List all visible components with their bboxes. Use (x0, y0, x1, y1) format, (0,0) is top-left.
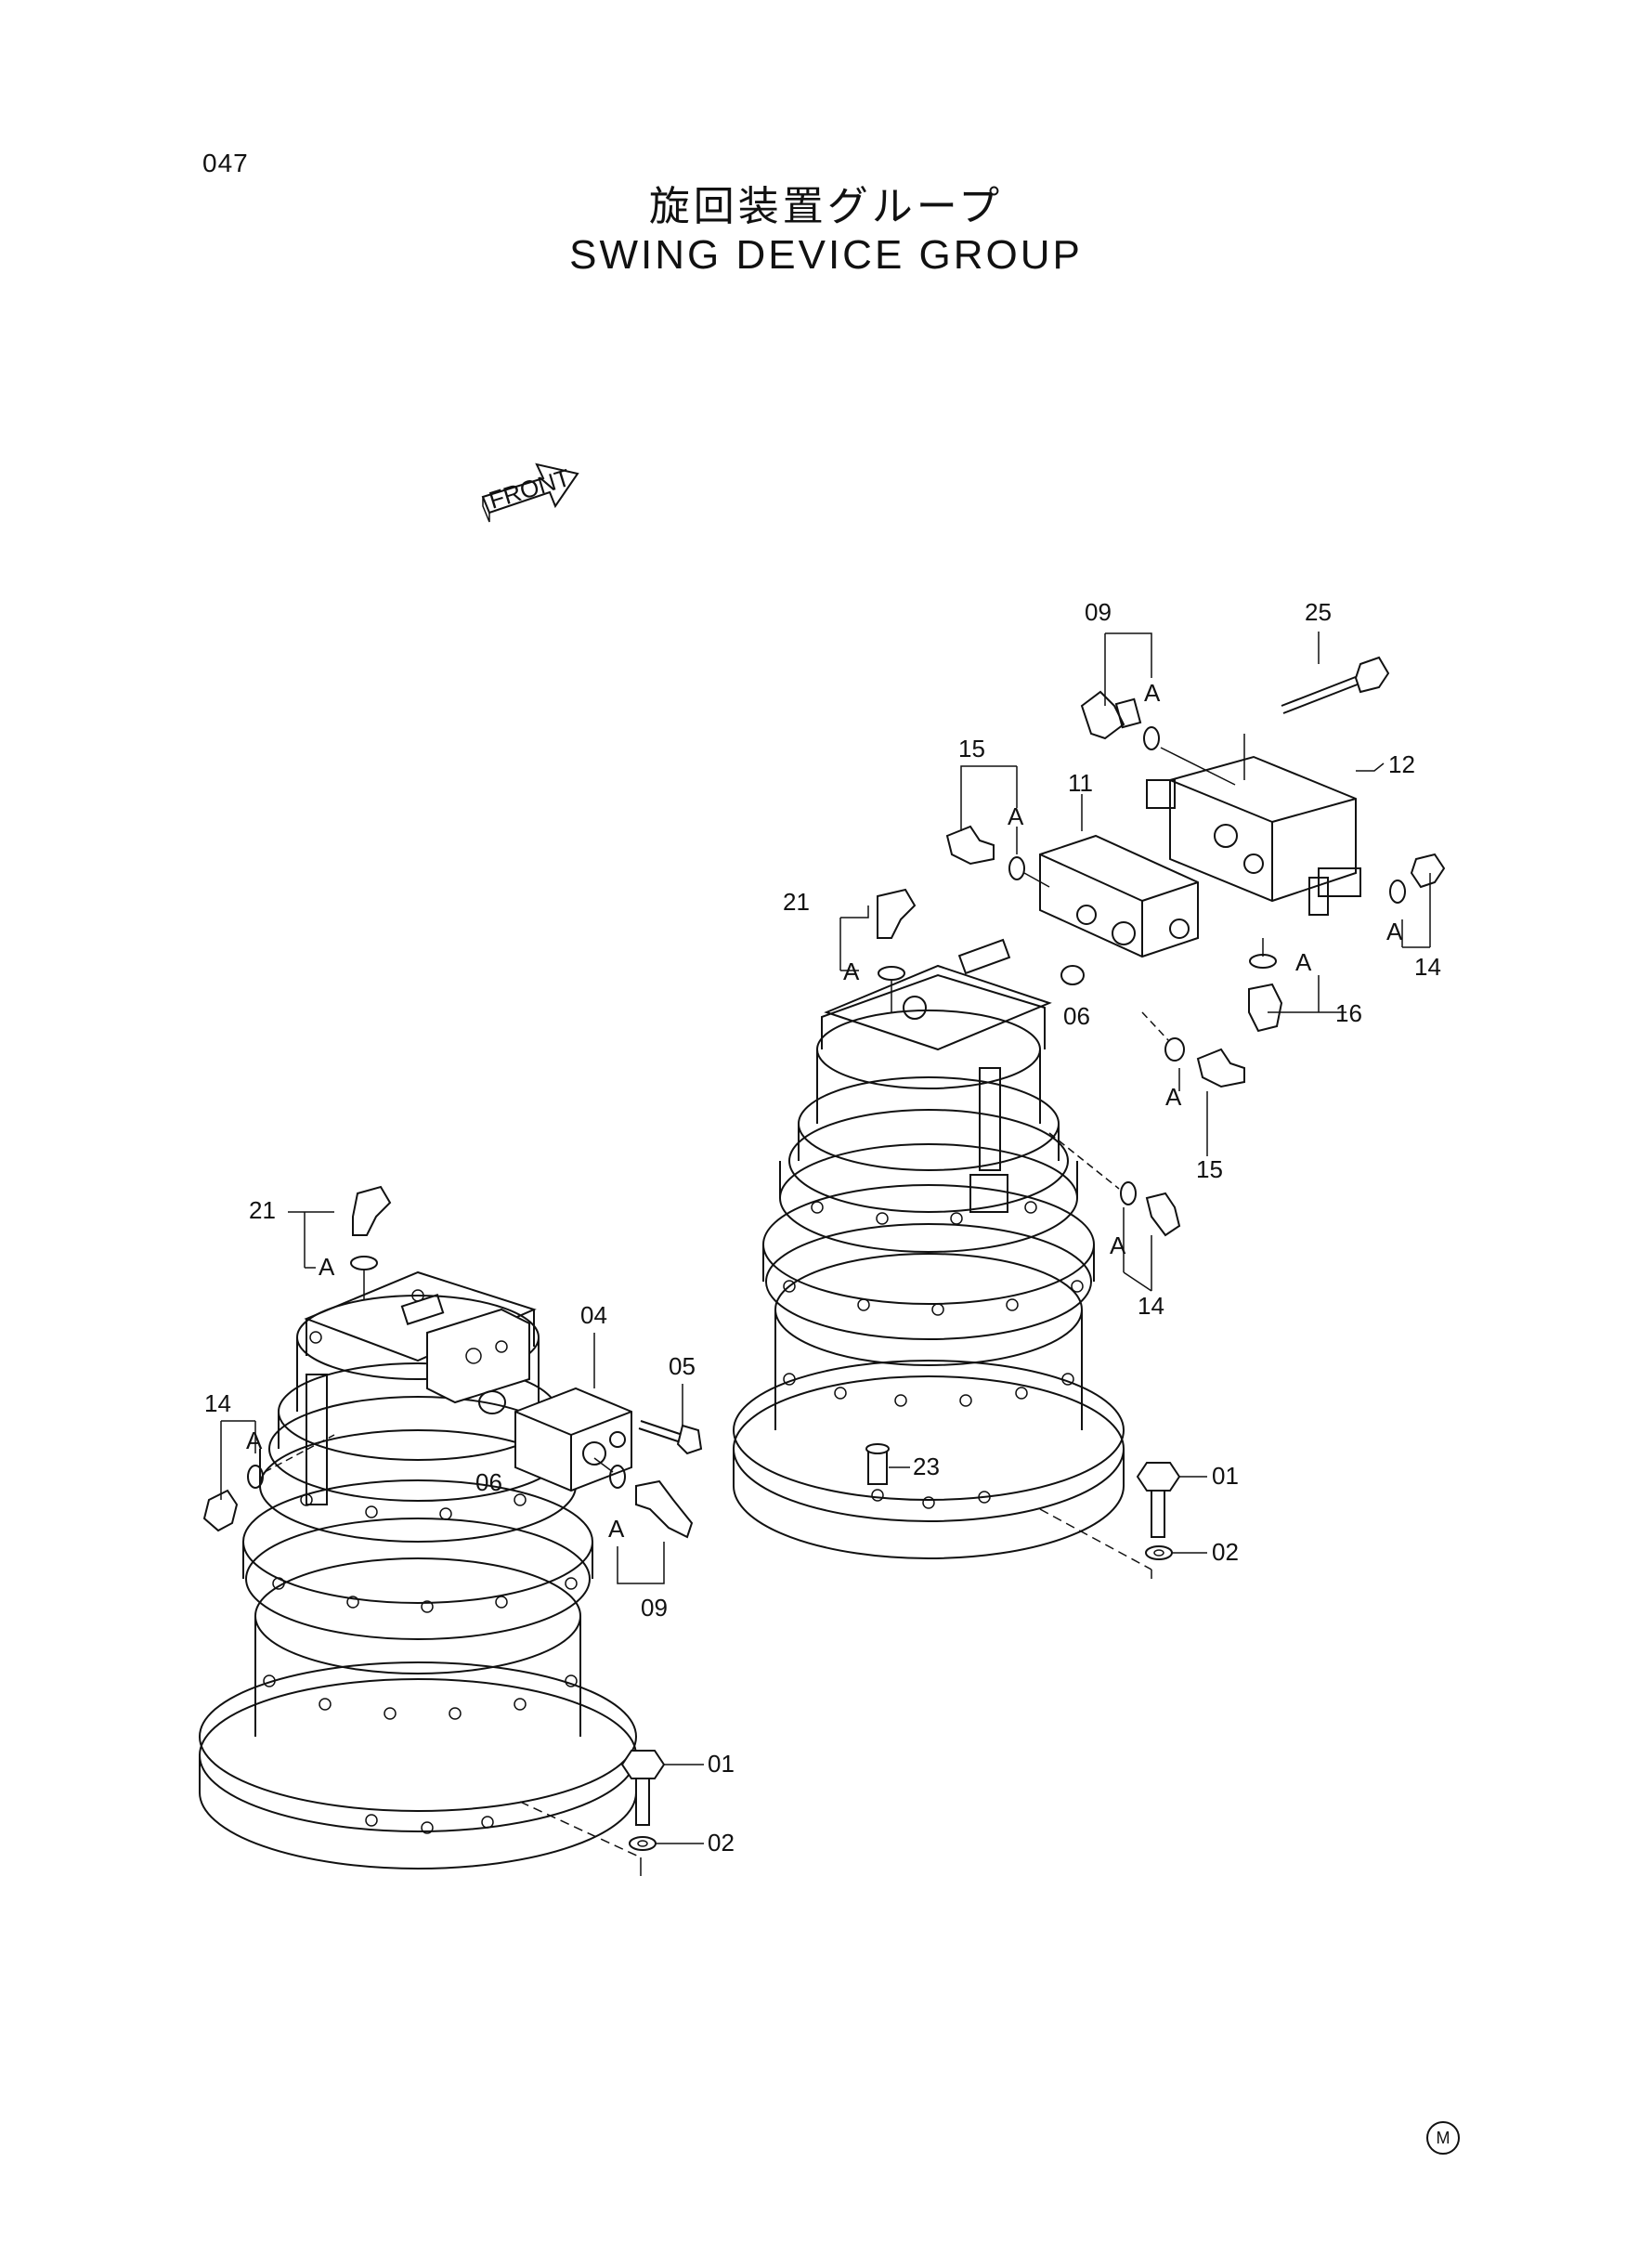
label-23: 23 (913, 1453, 940, 1480)
label-a-21-left: A (319, 1253, 335, 1281)
label-11: 11 (1068, 769, 1093, 797)
label-12: 12 (1388, 750, 1415, 778)
label-01-right: 01 (1212, 1462, 1239, 1490)
label-04: 04 (580, 1301, 607, 1329)
label-a-16: A (1295, 948, 1312, 976)
label-21-left: 21 (249, 1196, 276, 1224)
label-14-mid: 14 (1138, 1292, 1164, 1320)
page-number: 047 (202, 149, 249, 177)
label-15-low: 15 (1196, 1155, 1223, 1183)
label-16: 16 (1335, 999, 1362, 1027)
label-a-09: A (1144, 679, 1161, 707)
label-14-right: 14 (1414, 953, 1441, 981)
label-09-top: 09 (1085, 598, 1112, 626)
leader-lines-right (839, 632, 1431, 1292)
title-english: SWING DEVICE GROUP (569, 232, 1083, 278)
front-label: FRONT (486, 463, 574, 515)
label-15-top: 15 (958, 735, 985, 762)
label-21-right: 21 (783, 888, 810, 916)
callout-labels: 09 25 A 12 15 A 11 21 A 06 A 16 A 14 A 1… (204, 598, 1441, 1857)
label-14-left: 14 (204, 1389, 231, 1417)
label-25: 25 (1305, 598, 1332, 626)
label-a-21-right: A (843, 958, 860, 985)
label-a-15-low: A (1165, 1083, 1182, 1111)
title-japanese: 旋回装置グループ (648, 183, 1004, 230)
front-arrow-icon: FRONT (481, 463, 579, 523)
swing-motor-right-assembly (733, 656, 1446, 1579)
label-06-left: 06 (475, 1468, 502, 1496)
label-a-09-low: A (608, 1515, 625, 1543)
label-a-14-right: A (1386, 918, 1403, 945)
label-01-left: 01 (708, 1750, 735, 1778)
leader-lines-left (220, 1211, 683, 1584)
label-09-low: 09 (641, 1594, 668, 1622)
swing-motor-left-assembly (199, 1185, 704, 1876)
label-a-14-left: A (246, 1427, 263, 1454)
label-05: 05 (669, 1352, 696, 1380)
label-02-right: 02 (1212, 1538, 1239, 1566)
manufacturer-mark-icon: M (1426, 2121, 1460, 2155)
label-a-14-mid: A (1110, 1231, 1126, 1259)
label-a-15: A (1008, 802, 1024, 830)
label-06-right: 06 (1063, 1002, 1090, 1030)
label-02-left: 02 (708, 1829, 735, 1857)
